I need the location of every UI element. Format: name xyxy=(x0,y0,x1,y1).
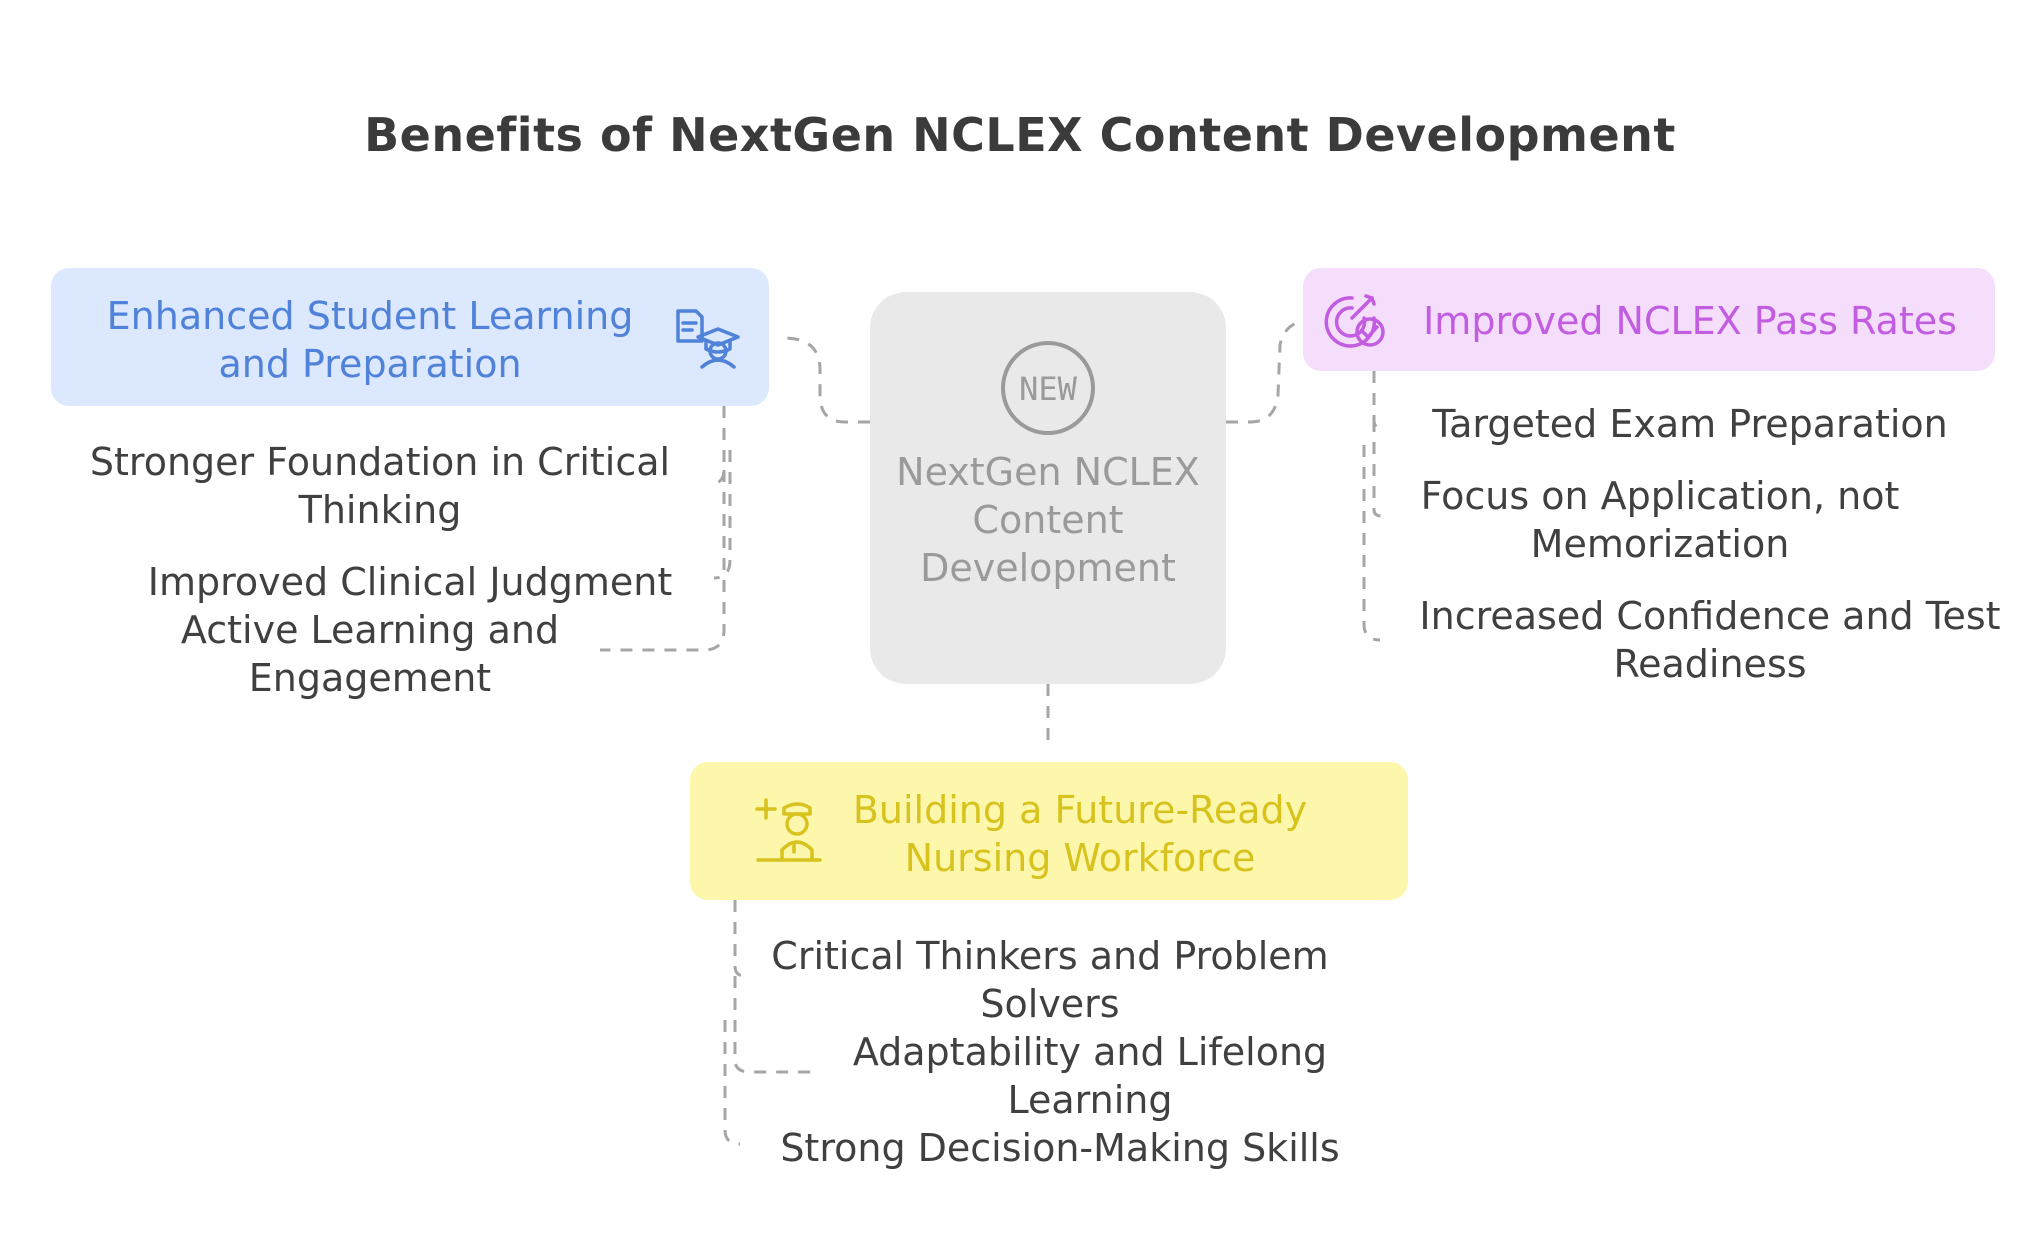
workforce-item-3: Strong Decision-Making Skills xyxy=(780,1126,1340,1170)
connector-workforce-3 xyxy=(723,1020,741,1146)
passrates-item-1: Targeted Exam Preparation xyxy=(1432,402,1948,446)
learning-item-2: Improved Clinical Judgment xyxy=(147,560,673,604)
nurse-icon xyxy=(755,798,822,862)
branch-workforce-title: Building a Future-Ready Nursing Workforc… xyxy=(852,788,1308,880)
connector-passrates-2 xyxy=(1372,420,1383,518)
target-check-icon xyxy=(1324,294,1385,348)
learning-item-3: Active Learning and Engagement xyxy=(180,608,560,700)
connector-passrates-3 xyxy=(1362,445,1381,642)
branch-passrates xyxy=(1303,268,1995,371)
connector-learning-1 xyxy=(709,406,726,486)
workforce-item-1: Critical Thinkers and Problem Solvers xyxy=(771,934,1329,1026)
connector-workforce-1 xyxy=(733,900,746,978)
connector-learning-2 xyxy=(713,450,732,580)
student-graduate-icon xyxy=(676,309,740,369)
new-badge-icon: NEW xyxy=(1001,341,1095,435)
connector-center-passrates xyxy=(1226,318,1314,424)
learning-item-1: Stronger Foundation in Critical Thinking xyxy=(89,440,671,532)
center-node xyxy=(870,292,1226,684)
connector-workforce-2 xyxy=(733,976,820,1074)
connector-learning-3 xyxy=(600,470,726,652)
branch-learning-title: Enhanced Student Learning and Preparatio… xyxy=(106,294,634,386)
new-badge-label: NEW xyxy=(1019,370,1078,408)
connector-passrates-1 xyxy=(1372,371,1383,430)
center-label: NextGen NCLEX Content Development xyxy=(896,450,1200,590)
branch-workforce xyxy=(690,762,1408,900)
connector-center-learning xyxy=(783,336,870,424)
page-title: Benefits of NextGen NCLEX Content Develo… xyxy=(364,108,1676,162)
workforce-item-2: Adaptability and Lifelong Learning xyxy=(852,1030,1328,1122)
passrates-item-2: Focus on Application, not Memorization xyxy=(1420,474,1900,566)
branch-passrates-title: Improved NCLEX Pass Rates xyxy=(1423,299,1957,343)
branch-learning xyxy=(51,268,769,406)
passrates-item-3: Increased Confidence and Test Readiness xyxy=(1419,594,2001,686)
